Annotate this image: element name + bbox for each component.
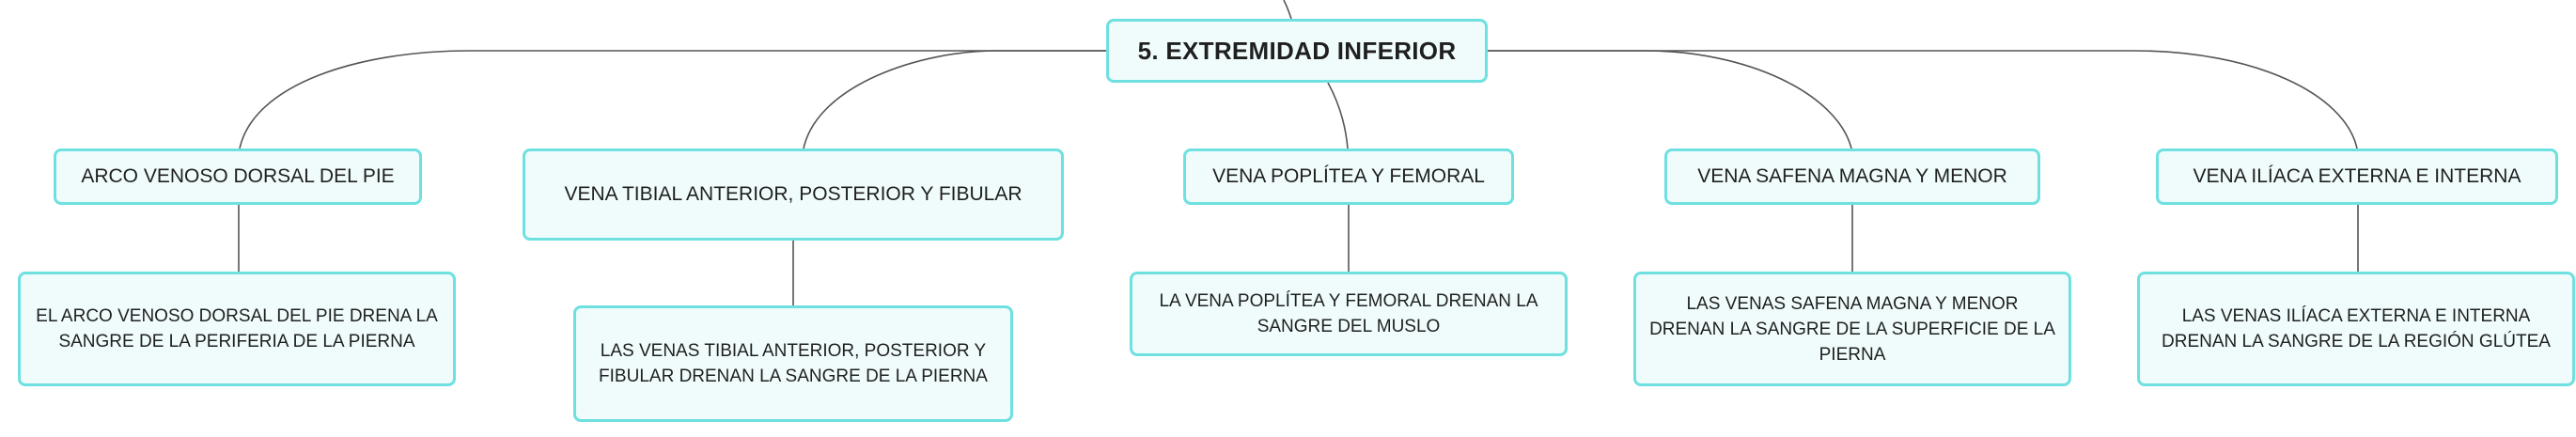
detail-node-vena-poplitea[interactable]: LA VENA POPLÍTEA Y FEMORAL DRENAN LA SAN… [1130,272,1568,356]
branch-node-vena-tibial[interactable]: VENA TIBIAL ANTERIOR, POSTERIOR Y FIBULA… [523,148,1064,241]
detail-node-text: LAS VENAS ILÍACA EXTERNA E INTERNA DRENA… [2162,306,2551,351]
branch-node-label: ARCO VENOSO DORSAL DEL PIE [81,165,395,187]
connector-root-branch-2 [803,50,1106,149]
root-node-label: 5. EXTREMIDAD INFERIOR [1137,36,1457,65]
branch-node-label: VENA TIBIAL ANTERIOR, POSTERIOR Y FIBULA… [564,183,1023,205]
connector-root-branch-3 [1327,82,1349,149]
detail-node-vena-iliaca[interactable]: LAS VENAS ILÍACA EXTERNA E INTERNA DRENA… [2137,272,2575,386]
branch-node-arco-venoso[interactable]: ARCO VENOSO DORSAL DEL PIE [54,148,422,205]
connector-root-branch-1 [239,50,1106,149]
branch-node-label: VENA POPLÍTEA Y FEMORAL [1212,165,1485,187]
detail-node-text: LA VENA POPLÍTEA Y FEMORAL DRENAN LA SAN… [1159,291,1538,336]
branch-node-vena-iliaca[interactable]: VENA ILÍACA EXTERNA E INTERNA [2156,148,2558,205]
detail-node-text: EL ARCO VENOSO DORSAL DEL PIE DRENA LA S… [36,306,438,351]
branch-node-vena-poplitea[interactable]: VENA POPLÍTEA Y FEMORAL [1183,148,1514,205]
root-node[interactable]: 5. EXTREMIDAD INFERIOR [1106,19,1488,83]
connector-root-branch-5 [1488,50,2358,149]
detail-node-arco-venoso[interactable]: EL ARCO VENOSO DORSAL DEL PIE DRENA LA S… [18,272,456,386]
branch-node-label: VENA SAFENA MAGNA Y MENOR [1697,165,2007,187]
branch-node-vena-safena[interactable]: VENA SAFENA MAGNA Y MENOR [1664,148,2040,205]
detail-node-vena-tibial[interactable]: LAS VENAS TIBIAL ANTERIOR, POSTERIOR Y F… [573,305,1013,422]
connector-to-parent [1283,0,1292,20]
branch-node-label: VENA ILÍACA EXTERNA E INTERNA [2193,165,2521,187]
detail-node-text: LAS VENAS SAFENA MAGNA Y MENOR DRENAN LA… [1649,293,2055,365]
detail-node-vena-safena[interactable]: LAS VENAS SAFENA MAGNA Y MENOR DRENAN LA… [1633,272,2071,386]
connector-root-branch-4 [1488,50,1852,149]
detail-node-text: LAS VENAS TIBIAL ANTERIOR, POSTERIOR Y F… [599,341,988,386]
